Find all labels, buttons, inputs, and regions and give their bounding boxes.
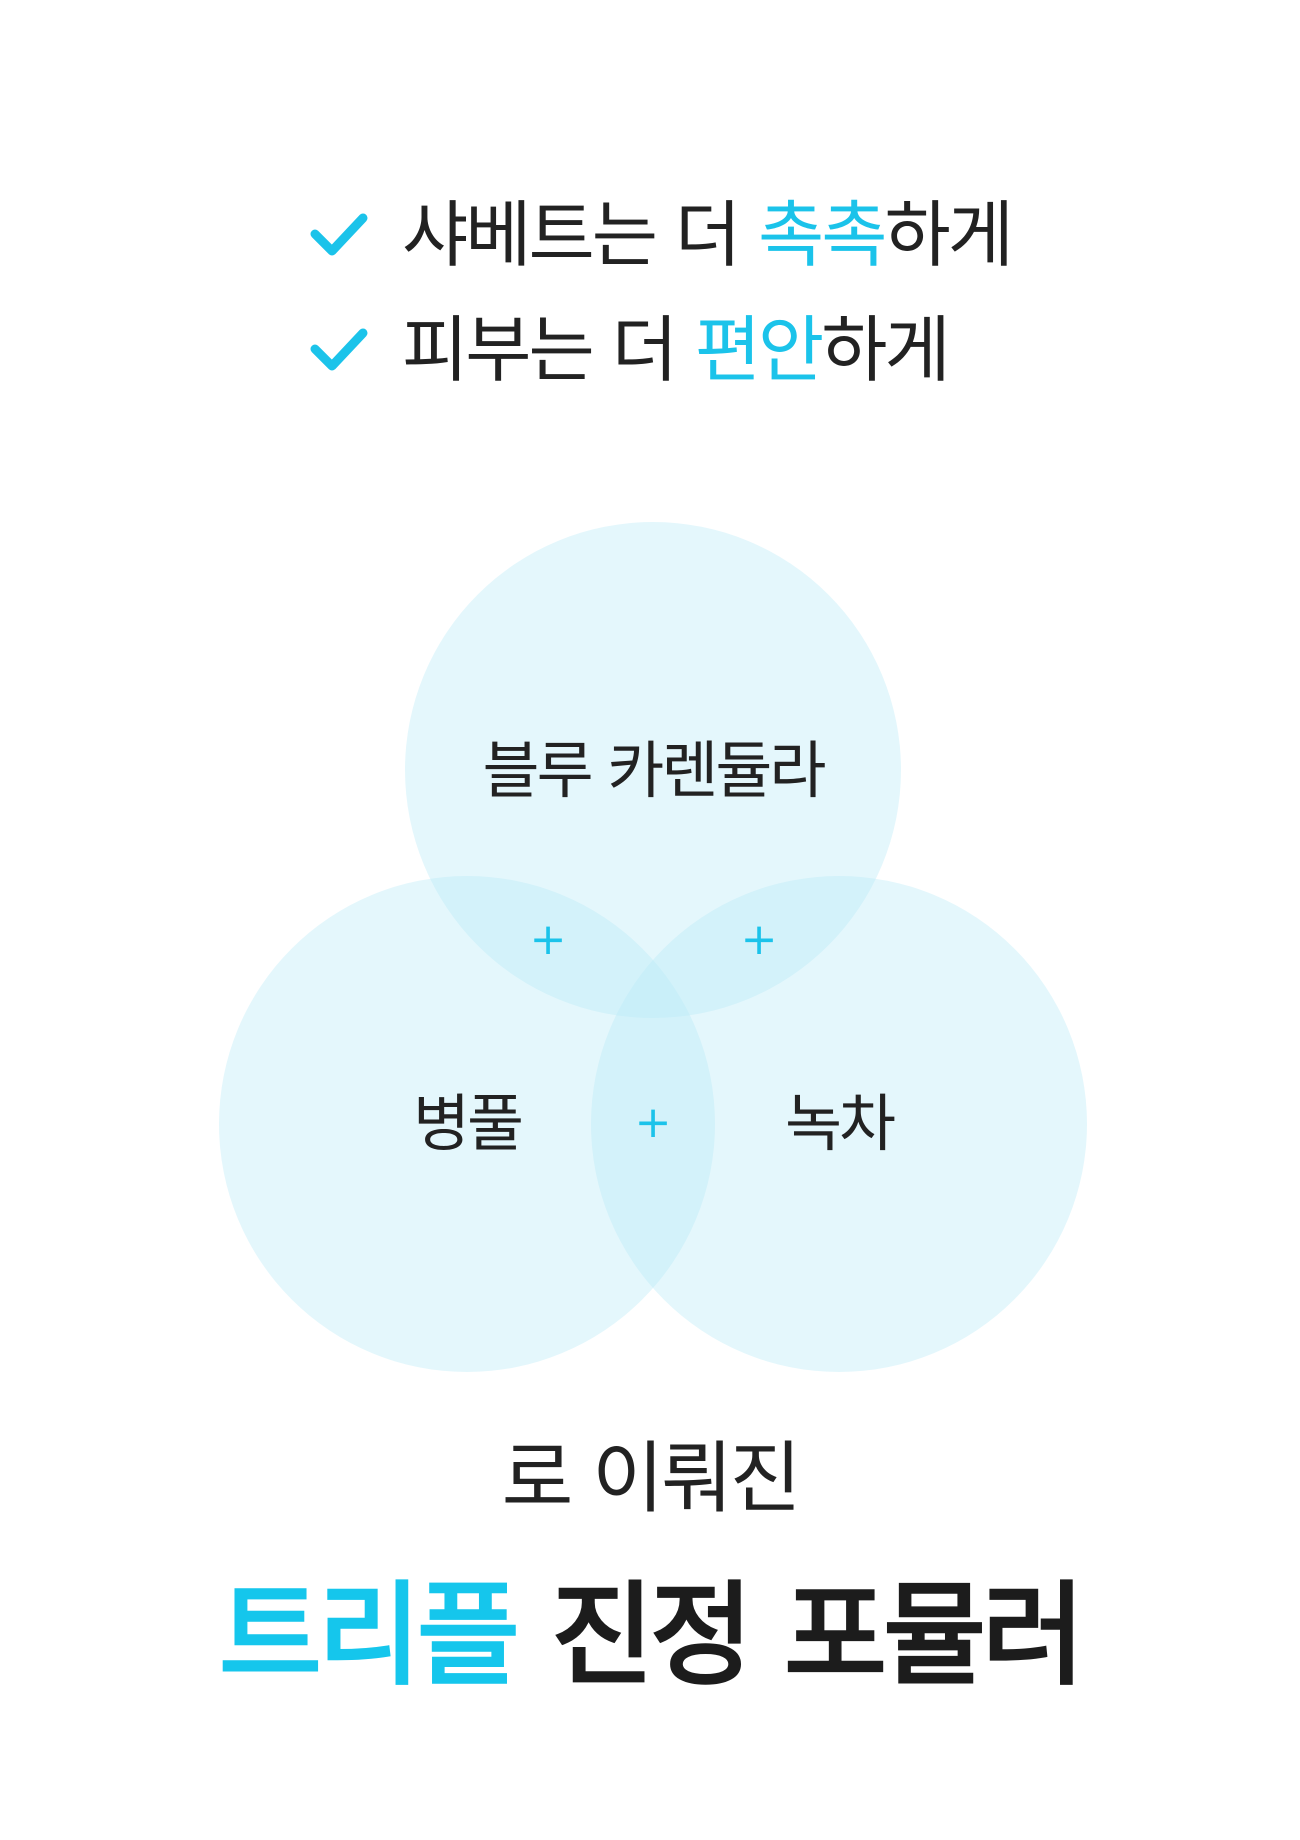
check-icon — [310, 328, 368, 371]
venn-label-green-tea: 녹차 — [784, 1087, 896, 1160]
plus-icon: + — [740, 914, 778, 965]
venn-circle-left — [219, 876, 715, 1372]
benefit-text-1: 샤베트는 더 촉촉하게 — [402, 193, 1014, 277]
benefit-text-2: 피부는 더 편안하게 — [402, 308, 951, 392]
benefit-highlight-2: 편안 — [694, 308, 824, 392]
venn-circle-right — [591, 876, 1087, 1372]
venn-label-blue-calendula: 블루 카렌듈라 — [482, 734, 827, 807]
main-title: 트리플 진정 포뮬러 — [0, 1580, 1300, 1692]
check-icon — [310, 213, 368, 256]
main-title-rest: 진정 포뮬러 — [515, 1571, 1085, 1701]
benefit-highlight-1: 촉촉 — [757, 193, 887, 277]
plus-icon: + — [529, 914, 567, 965]
venn-circle-top — [405, 522, 901, 1018]
main-title-highlight: 트리플 — [218, 1571, 520, 1701]
benefit-row-2: 피부는 더 편안하게 — [310, 305, 951, 395]
benefit-row-1: 샤베트는 더 촉촉하게 — [310, 190, 1014, 280]
venn-label-centella: 병풀 — [412, 1087, 524, 1160]
subtitle: 로 이뤄진 — [501, 1434, 802, 1524]
plus-icon: + — [634, 1097, 672, 1148]
